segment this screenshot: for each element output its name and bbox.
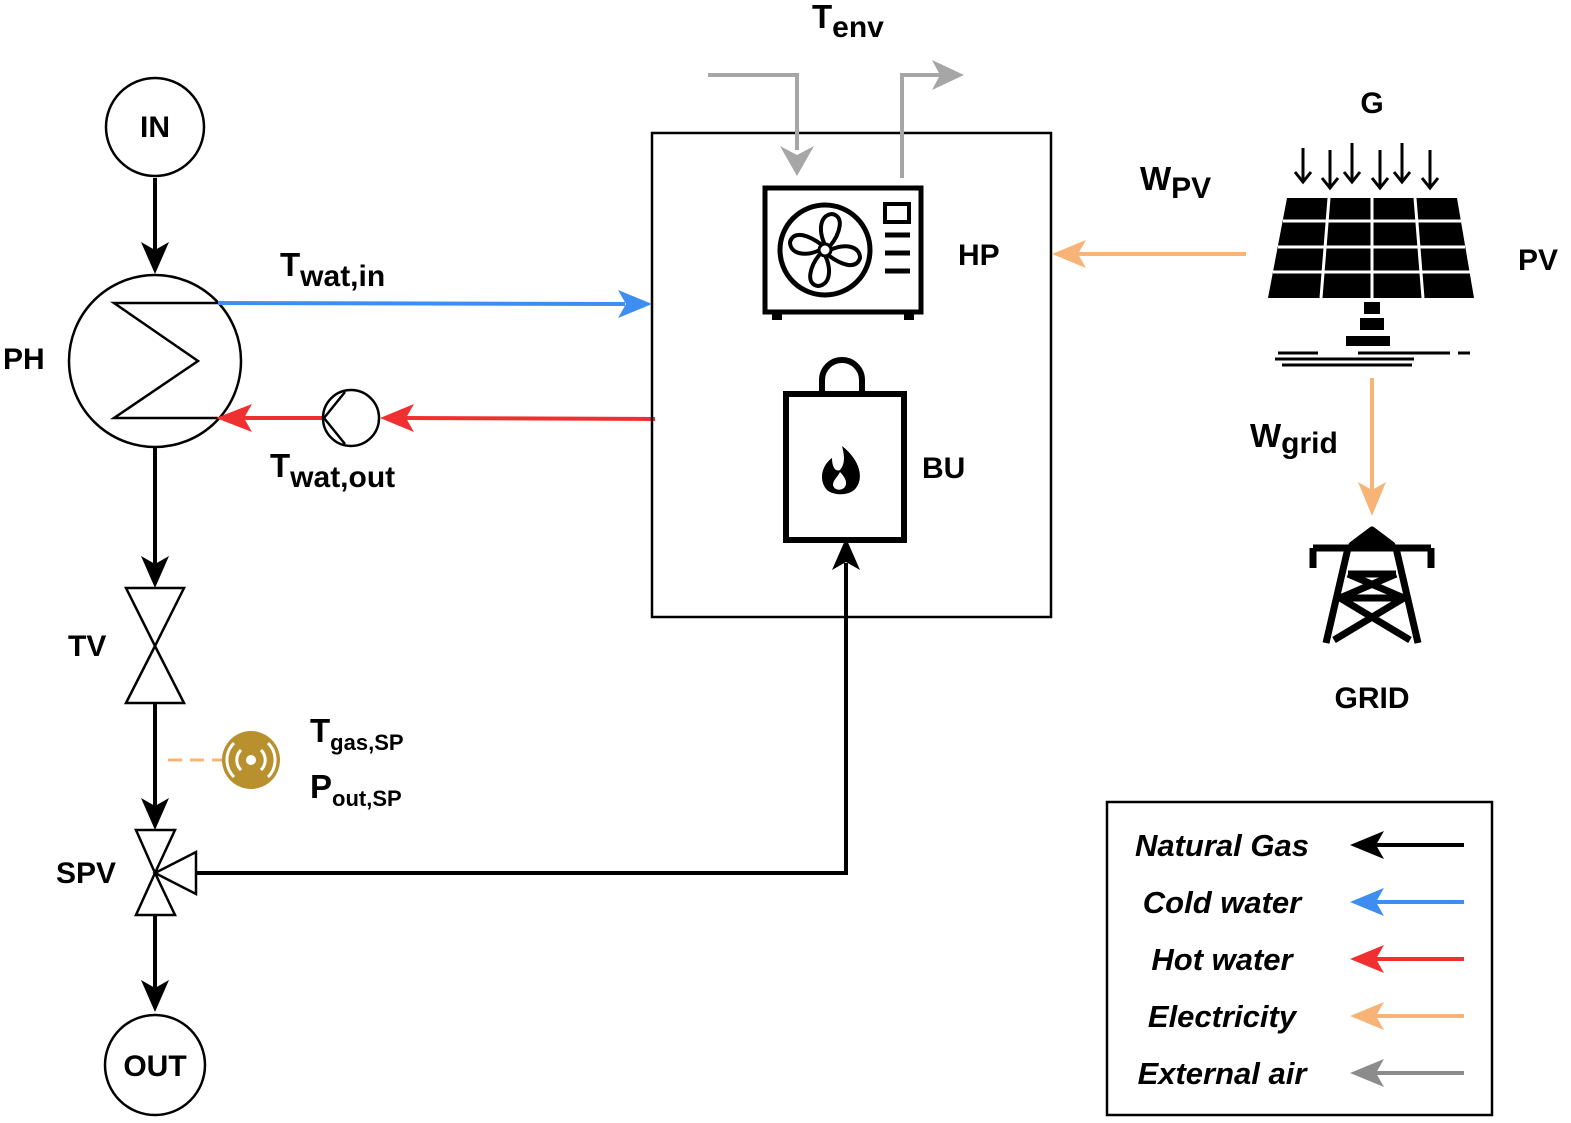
pv-power-label: WPV (1140, 160, 1211, 205)
solar-panel-icon (1268, 197, 1474, 367)
cold-water-line (217, 290, 652, 318)
legend-label: Hot water (1151, 942, 1294, 977)
grid-label: GRID (1335, 682, 1410, 715)
outlet-node: OUT (103, 1013, 207, 1117)
legend-label: Natural Gas (1135, 828, 1309, 863)
legend-entry: Natural Gas (1135, 828, 1464, 863)
outlet-setpoint-pressure-label: Pout,SP (310, 768, 402, 811)
split-valve-icon (134, 828, 198, 917)
legend-label: Cold water (1143, 885, 1303, 920)
pv-electricity-line (1052, 240, 1246, 268)
legend-entry: Cold water (1143, 885, 1464, 920)
split-valve-label: SPV (56, 857, 116, 890)
pump-icon (321, 388, 381, 448)
preheater-label: PH (3, 343, 45, 376)
pv-label: PV (1518, 244, 1558, 277)
inlet-label: IN (140, 111, 170, 144)
grid-electricity-line (1358, 378, 1386, 516)
legend-label: External air (1138, 1056, 1309, 1091)
gas-arrowheads (141, 242, 860, 1012)
external-air-line (708, 73, 940, 178)
svg-text:WPV: WPV (1140, 160, 1211, 205)
svg-text:Pout,SP: Pout,SP (310, 768, 402, 811)
legend-entry: External air (1138, 1056, 1464, 1091)
inlet-node: IN (104, 76, 206, 178)
irradiance-arrows (1293, 143, 1440, 191)
svg-text:Twat,in: Twat,in (280, 246, 385, 293)
legend-entry: Hot water (1151, 942, 1464, 977)
hot-water-line (216, 404, 656, 432)
legend-entry: Electricity (1148, 999, 1464, 1034)
cold-water-temperature-label: Twat,in (280, 246, 385, 293)
throttling-valve-label: TV (68, 630, 106, 663)
external-air-arrowheads (780, 60, 964, 176)
flame-icon (821, 446, 860, 495)
sensor-icon (222, 731, 280, 789)
environment-temperature-label: Tenv (812, 0, 884, 44)
boiler-unit (783, 357, 907, 543)
boiler-label: BU (922, 452, 965, 485)
heat-exchanger-icon (67, 273, 243, 449)
valve-icon (123, 586, 187, 705)
irradiance-label: G (1360, 87, 1383, 120)
svg-text:Wgrid: Wgrid (1250, 417, 1338, 460)
legend-arrowhead (1350, 831, 1384, 859)
gas-setpoint-temperature-label: Tgas,SP (310, 712, 404, 755)
outlet-label: OUT (123, 1050, 186, 1083)
legend-arrowhead (1350, 1059, 1384, 1087)
svg-text:Twat,out: Twat,out (270, 447, 395, 494)
legend-arrowhead (1350, 888, 1384, 916)
grid-power-label: Wgrid (1250, 417, 1338, 460)
svg-text:Tgas,SP: Tgas,SP (310, 712, 404, 755)
heat-pump-label: HP (958, 239, 1000, 272)
heating-system-box (650, 131, 1053, 619)
hot-water-temperature-label: Twat,out (270, 447, 395, 494)
fan-icon (777, 202, 873, 298)
natural-gas-line (153, 178, 848, 990)
legend-arrowhead (1350, 945, 1384, 973)
svg-text:Tenv: Tenv (812, 0, 884, 44)
heat-pump-unit (762, 185, 924, 320)
legend-arrowhead (1350, 1002, 1384, 1030)
pylon-icon (1309, 526, 1435, 644)
legend-label: Electricity (1148, 999, 1298, 1034)
